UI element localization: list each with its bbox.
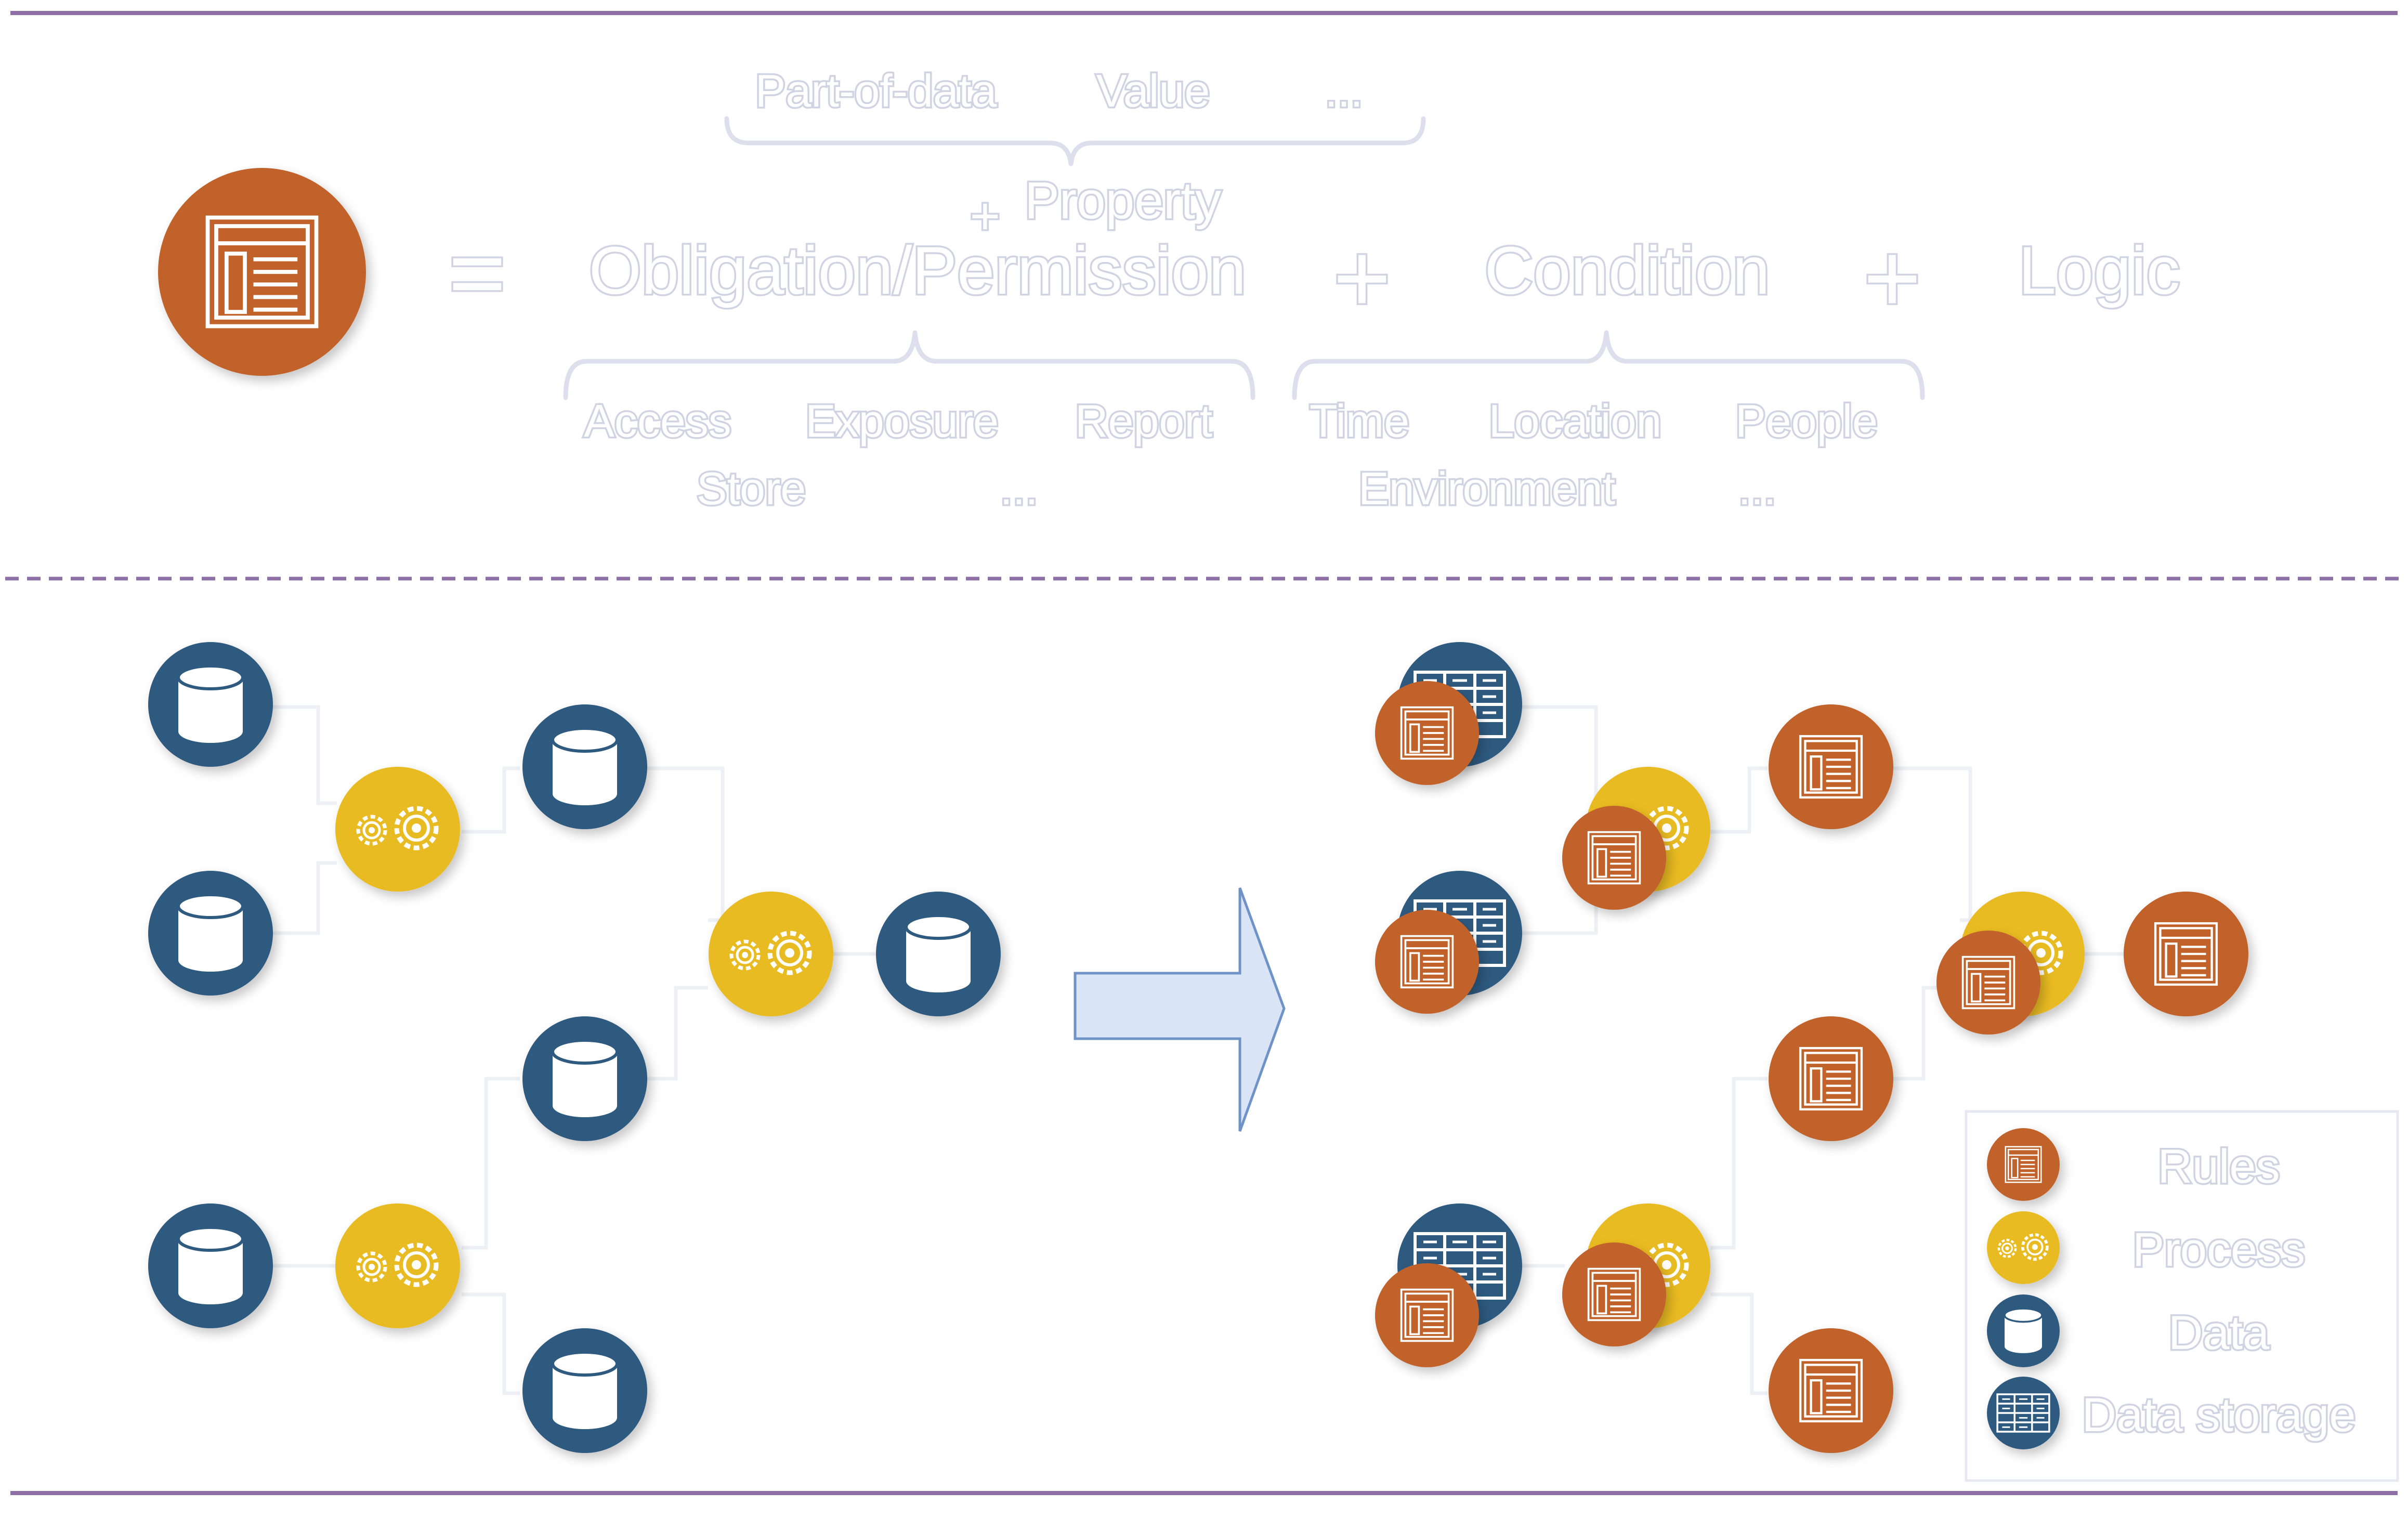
rule-node	[1562, 1242, 1666, 1346]
property-item-value: Value	[1096, 65, 1210, 116]
legend-data-swatch	[1987, 1294, 2060, 1367]
rule-node	[1769, 1016, 1893, 1141]
rule-node	[1936, 931, 2040, 1035]
database-cylinder-icon	[906, 915, 971, 992]
legend-process-label: Process	[2132, 1223, 2305, 1276]
connector	[1710, 1292, 1768, 1395]
connector	[272, 861, 337, 935]
database-cylinder-icon	[178, 666, 243, 743]
rule-node	[1769, 1328, 1893, 1453]
legend-rules-label: Rules	[2157, 1140, 2280, 1193]
property-item-more: ...	[1325, 65, 1363, 116]
database-cylinder-icon	[2004, 1307, 2043, 1354]
formula-rule-node	[158, 168, 366, 376]
condition-item-environment: Environment	[1358, 463, 1615, 514]
database-cylinder-icon	[178, 1227, 243, 1304]
data-node	[522, 704, 647, 829]
data-node	[148, 871, 273, 996]
database-cylinder-icon	[553, 1352, 617, 1429]
database-cylinder-icon	[553, 1040, 617, 1117]
rule-node	[1769, 704, 1893, 829]
term-property: Property	[1025, 172, 1221, 230]
formula: = Obligation/Permission + Condition + Lo…	[158, 63, 2182, 516]
property-plus-sign: +	[970, 187, 1000, 245]
obligation-item-report: Report	[1075, 395, 1212, 447]
database-cylinder-icon	[553, 728, 617, 805]
data-node	[876, 892, 1001, 1016]
condition-brace	[1292, 330, 1925, 400]
obligation-item-exposure: Exposure	[805, 395, 999, 447]
equals-sign: =	[449, 218, 506, 328]
rule-node	[1562, 806, 1666, 910]
connector	[1710, 1077, 1768, 1250]
condition-item-location: Location	[1489, 395, 1662, 447]
condition-item-more: ...	[1738, 463, 1776, 514]
rule-node	[2124, 892, 2248, 1016]
data-flow-left	[148, 642, 1001, 1453]
legend-data-storage-label: Data storage	[2082, 1389, 2356, 1442]
process-node	[709, 892, 833, 1016]
term-condition: Condition	[1484, 232, 1770, 308]
legend-storage-swatch	[1987, 1377, 2060, 1449]
legend-process-swatch	[1987, 1211, 2060, 1284]
process-node	[335, 767, 460, 892]
connector	[462, 1292, 520, 1395]
rule-node	[1375, 1263, 1479, 1367]
term-logic: Logic	[2019, 232, 2180, 308]
obligation-item-store: Store	[697, 463, 806, 514]
connector	[462, 1077, 520, 1250]
data-node	[148, 1203, 273, 1328]
connector	[462, 766, 520, 834]
connector	[645, 986, 708, 1081]
legend-data-label: Data	[2168, 1306, 2270, 1359]
property-item-part-of-data: Part-of-data	[755, 65, 997, 116]
rule-node	[1375, 910, 1479, 1014]
connector	[645, 766, 725, 922]
condition-item-time: Time	[1310, 395, 1409, 447]
connector	[1892, 766, 1972, 922]
obligation-item-access: Access	[584, 395, 731, 447]
obligation-brace	[563, 330, 1255, 400]
condition-item-people: People	[1735, 395, 1878, 447]
transform-arrow	[1074, 887, 1286, 1132]
data-node	[522, 1016, 647, 1141]
process-node	[335, 1203, 460, 1328]
obligation-item-more: ...	[1000, 463, 1038, 514]
property-brace	[724, 116, 1426, 166]
plus-sign-1: +	[1333, 223, 1391, 333]
legend: Rules Process Data Data storage	[1965, 1110, 2399, 1482]
term-obligation-permission: Obligation/Permission	[589, 232, 1246, 308]
legend-rules-swatch	[1987, 1128, 2060, 1201]
data-node	[148, 642, 273, 767]
plus-sign-2: +	[1864, 223, 1921, 333]
connector	[1521, 705, 1612, 805]
rules-flow-right	[1375, 642, 2248, 1453]
database-cylinder-icon	[178, 895, 243, 972]
rule-node	[1375, 681, 1479, 785]
connector	[1710, 766, 1768, 834]
connector	[272, 705, 337, 805]
data-node	[522, 1328, 647, 1453]
